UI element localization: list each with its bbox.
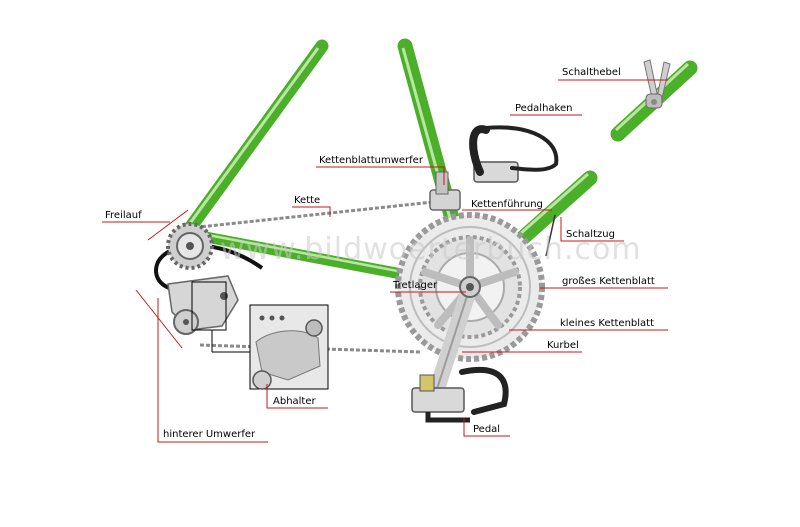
leader-kettenblattumwerfer — [316, 166, 445, 185]
leader-abhalter — [266, 384, 328, 409]
label-abhalter: Abhalter — [273, 396, 316, 407]
front-derailleur-icon — [429, 171, 461, 211]
label-kleines-kettenblatt: kleines Kettenblatt — [560, 318, 655, 329]
leader-lines — [102, 79, 668, 443]
label-kurbel: Kurbel — [547, 340, 579, 351]
watermark: www.bildwoerterbuch.com — [220, 232, 642, 267]
cable-housing — [154, 243, 264, 291]
shift-cable — [545, 214, 556, 257]
label-freilauf: Freilauf — [105, 210, 142, 221]
leader-kette — [292, 206, 331, 217]
leader-schaltzug — [560, 217, 624, 242]
label-schalthebel: Schalthebel — [562, 67, 621, 78]
label-grosses-kettenblatt: großes Kettenblatt — [562, 276, 655, 287]
seat-stay-highlight — [186, 47, 320, 227]
label-pedalhaken: Pedalhaken — [515, 103, 573, 114]
label-tretlager: Tretlager — [393, 280, 438, 291]
leader-freilauf-bracket — [147, 209, 189, 241]
label-hinterer-umwerfer: hinterer Umwerfer — [163, 429, 256, 440]
freewheel-icon — [166, 222, 214, 270]
label-kettenfuehrung: Kettenführung — [471, 199, 543, 210]
label-kettenblattumwerfer: Kettenblattumwerfer — [319, 155, 423, 166]
label-pedal: Pedal — [473, 424, 501, 435]
leader-pedal — [463, 418, 510, 437]
toe-clip-icon — [469, 125, 559, 183]
pedal-icon — [411, 366, 509, 423]
zoom-inset — [211, 304, 329, 390]
leader-hinterer-umwerfer — [157, 298, 268, 443]
leader-umwerfer-bracket — [135, 289, 183, 349]
label-schaltzug: Schaltzug — [566, 229, 615, 240]
rear-derailleur-icon — [167, 275, 239, 335]
seat-stay — [183, 39, 329, 235]
label-kette: Kette — [294, 195, 321, 206]
